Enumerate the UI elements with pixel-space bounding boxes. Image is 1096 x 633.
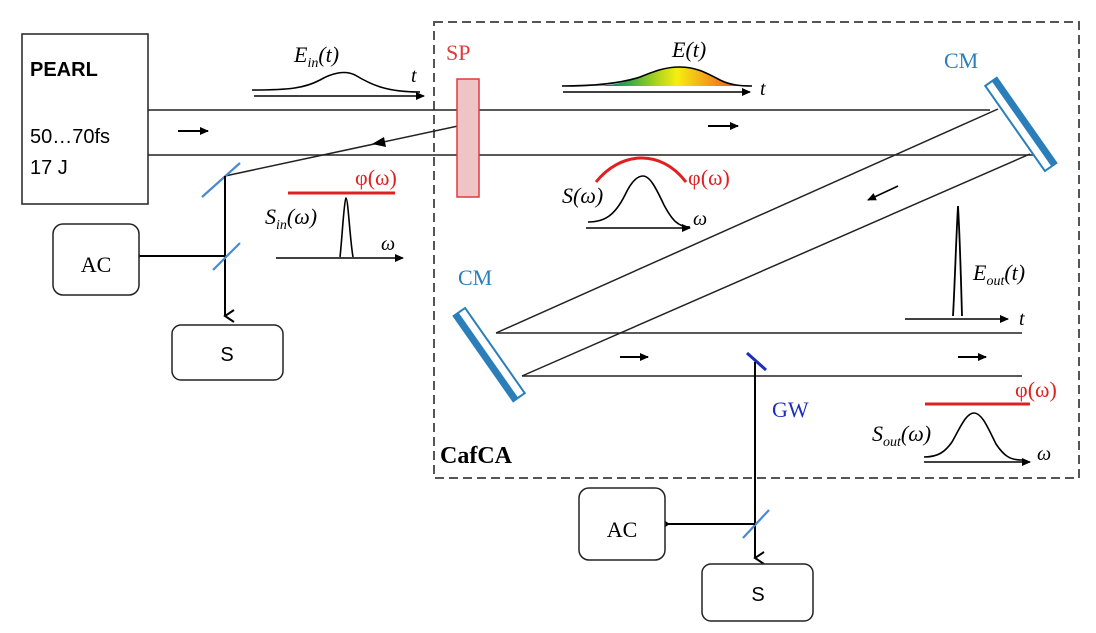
plot-et: E(t) t <box>561 37 766 100</box>
laser-pulse-duration: 50…70fs <box>30 126 110 148</box>
plot-sout: φ(ω) Sout(ω) ω <box>872 377 1057 466</box>
diagonal-beam-upper <box>495 108 999 334</box>
eout-pulse-curve <box>952 205 963 317</box>
laser-energy: 17 J <box>30 157 68 179</box>
input-beam-splitter <box>212 242 241 271</box>
eout-label: Eout(t) <box>972 260 1025 289</box>
sp-element <box>456 78 480 198</box>
plot-s: φ(ω) S(ω) ω <box>562 156 730 232</box>
s-label: S(ω) <box>562 183 603 208</box>
sin-spectrum-curve <box>339 197 354 258</box>
pearl-laser-box: PEARL 50…70fs 17 J <box>21 33 149 205</box>
gw-label: GW <box>772 397 809 422</box>
diagonal-beam-lower <box>521 153 1031 377</box>
cm-bottom-mirror <box>452 306 527 403</box>
ein-pulse-curve <box>251 71 421 93</box>
plot-ein: Ein(t) t <box>251 42 425 100</box>
reflected-beam-arrowhead <box>372 137 386 147</box>
cm-bottom-label: CM <box>458 265 492 290</box>
reflected-beam <box>224 125 459 177</box>
cm-top-label: CM <box>944 48 978 73</box>
input-s-label: S <box>220 344 233 366</box>
sin-label: Sin(ω) <box>265 204 317 233</box>
et-axis-label: t <box>760 78 766 100</box>
cafca-label: CafCA <box>440 443 513 469</box>
ein-axis-label: t <box>411 65 417 87</box>
plot-eout: Eout(t) t <box>905 205 1025 330</box>
plot-sin: φ(ω) Sin(ω) ω <box>265 165 404 262</box>
output-ac-box: AC <box>578 487 666 561</box>
cafca-enclosure <box>433 21 1080 479</box>
input-ac-label: AC <box>81 252 112 277</box>
diagonal-arrow <box>867 185 899 201</box>
eout-axis-label: t <box>1019 308 1025 330</box>
s-axis-label: ω <box>693 208 707 230</box>
input-ac-box: AC <box>52 223 140 296</box>
sout-axis-label: ω <box>1037 443 1051 465</box>
sin-axis-label: ω <box>381 233 395 255</box>
output-ac-label: AC <box>607 517 638 542</box>
ein-label: Ein(t) <box>293 42 339 71</box>
et-label: E(t) <box>671 37 706 62</box>
gw-wedge <box>745 351 768 372</box>
et-pulse-curve <box>561 66 753 87</box>
sp-label: SP <box>446 40 470 65</box>
output-beam-splitter <box>742 509 770 539</box>
sout-phase-label: φ(ω) <box>1015 377 1057 402</box>
sout-label: Sout(ω) <box>872 421 931 450</box>
sout-spectrum-curve <box>923 412 1023 461</box>
input-pickoff-mirror <box>201 162 241 198</box>
cm-top-mirror <box>983 76 1058 173</box>
output-s-box: S <box>701 563 814 622</box>
input-s-box: S <box>171 324 284 381</box>
output-s-label: S <box>751 584 764 606</box>
sin-phase-label: φ(ω) <box>355 165 397 190</box>
s-spectrum-curve <box>587 175 691 228</box>
laser-name: PEARL <box>30 59 98 81</box>
s-phase-curve <box>594 156 688 183</box>
s-phase-label: φ(ω) <box>688 165 730 190</box>
et-chirp-fill <box>585 67 752 86</box>
